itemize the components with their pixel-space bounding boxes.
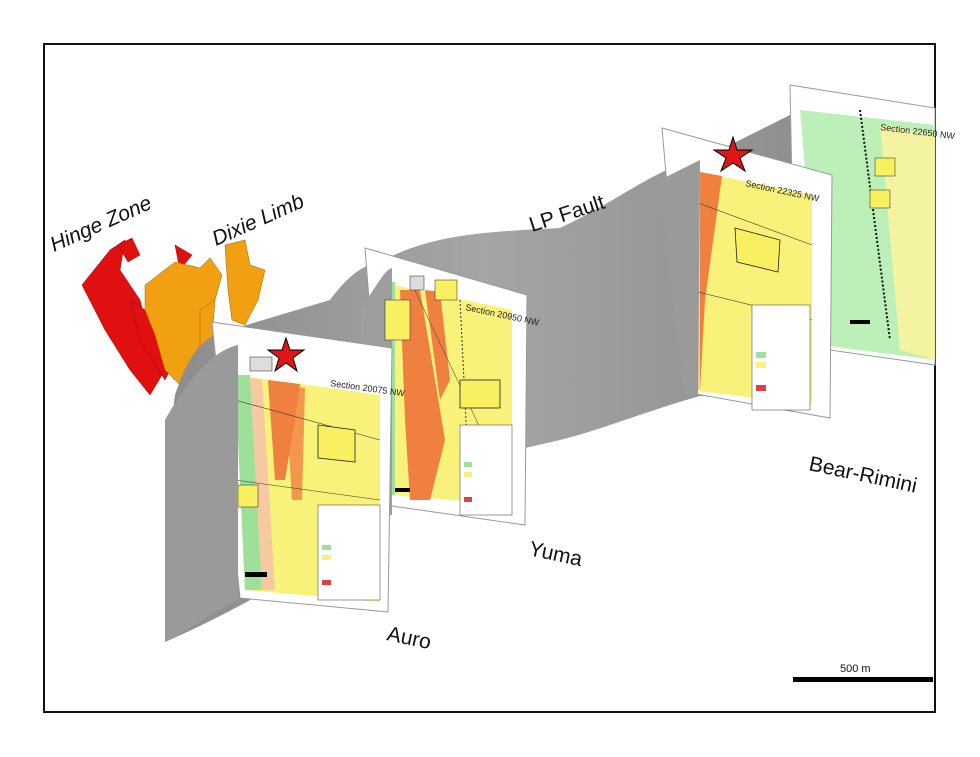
yuma-scale-mark (395, 488, 410, 492)
scale-bar: 500 m (793, 663, 933, 682)
scale-bar-label: 500 m (840, 663, 871, 675)
star-marker-auro (266, 336, 306, 373)
section-panel-auro: Section 20075 NW (211, 321, 406, 613)
yuma-assay-box (384, 299, 411, 341)
star-marker-bear-rimini (712, 135, 754, 173)
dixie-limb-orebodies (144, 239, 266, 386)
fault-surface-front-auro (165, 345, 238, 642)
fault-surface-front-bear (660, 160, 700, 395)
